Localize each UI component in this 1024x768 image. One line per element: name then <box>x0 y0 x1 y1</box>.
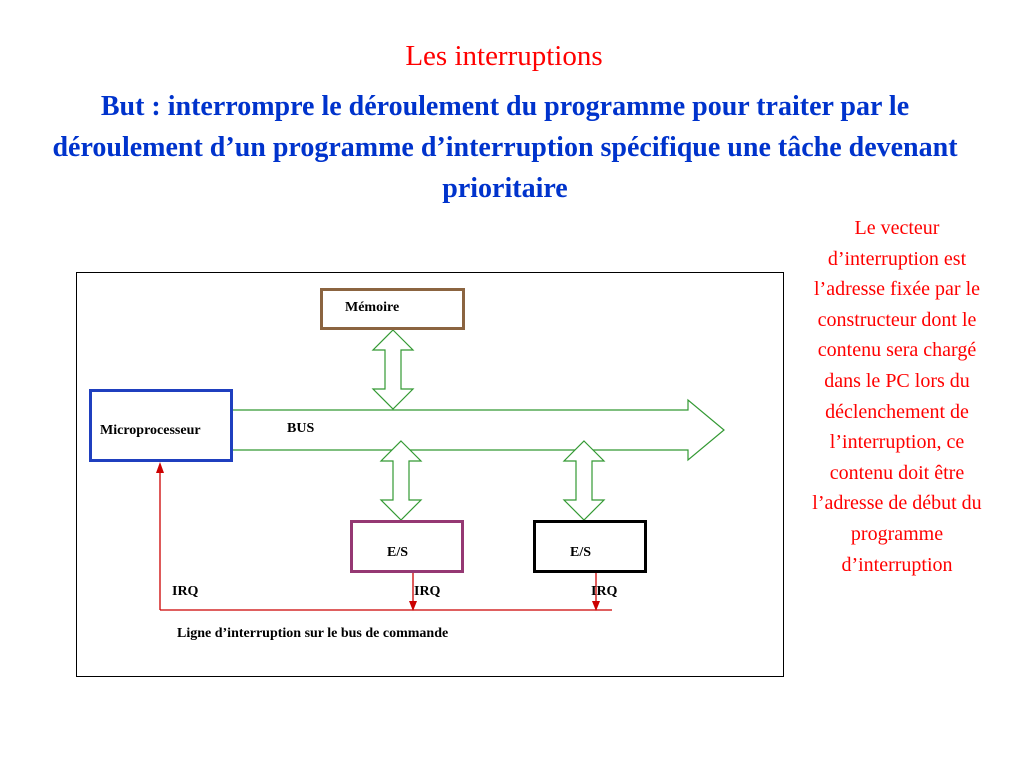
irq-es2-arrowhead <box>592 601 600 611</box>
slide-subtitle: But : interrompre le déroulement du prog… <box>52 91 958 204</box>
es2-bus-double-arrow <box>562 440 606 521</box>
diagram-frame <box>76 272 784 677</box>
es2-box: E/S <box>533 520 647 573</box>
memory-bus-double-arrow <box>371 329 415 410</box>
es1-box: E/S <box>350 520 464 573</box>
irq-label-es2: IRQ <box>591 584 618 599</box>
bus-arrow <box>231 398 725 462</box>
irq-label-es1: IRQ <box>414 584 441 599</box>
memoire-label: Mémoire <box>345 300 400 315</box>
bus-label: BUS <box>287 421 315 436</box>
microprocesseur-box: Microprocesseur <box>89 389 233 462</box>
irq-microprocessor-arrowhead <box>156 462 164 473</box>
es1-bus-double-arrow <box>379 440 423 521</box>
es1-label: E/S <box>387 545 409 560</box>
es2-label: E/S <box>570 545 592 560</box>
slide-title: Les interruptions <box>405 40 603 72</box>
irq-label-microprocessor: IRQ <box>172 584 199 599</box>
irq-es1-arrowhead <box>409 601 417 611</box>
microprocesseur-label: Microprocesseur <box>100 423 201 438</box>
interrupt-vector-note: Le vecteur d’interruption est l’adresse … <box>812 217 982 576</box>
memoire-box: Mémoire <box>320 288 465 330</box>
interrupt-line-label: Ligne d’interruption sur le bus de comma… <box>177 626 449 641</box>
